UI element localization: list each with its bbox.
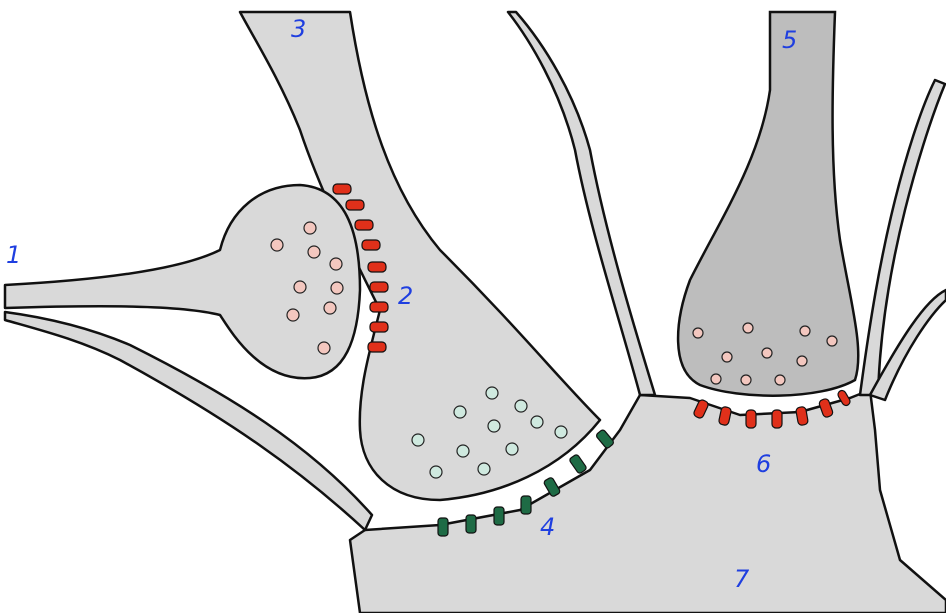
vesicle	[762, 348, 772, 358]
label-4: 4	[540, 515, 555, 539]
vesicle	[294, 281, 306, 293]
vesicle	[693, 328, 703, 338]
label-5: 5	[782, 28, 797, 52]
vesicle	[827, 336, 837, 346]
vesicle	[743, 323, 753, 333]
receptor	[368, 342, 386, 352]
receptor	[746, 410, 756, 428]
vesicle	[412, 434, 424, 446]
label-6: 6	[756, 452, 771, 476]
label-2: 2	[398, 284, 413, 308]
vesicle	[531, 416, 543, 428]
receptor	[355, 220, 373, 230]
vesicle	[555, 426, 567, 438]
receptor	[370, 302, 388, 312]
vesicle	[331, 282, 343, 294]
vesicle	[457, 445, 469, 457]
vesicle	[330, 258, 342, 270]
label-3: 3	[291, 17, 306, 41]
dendrite-upper-middle	[508, 12, 655, 395]
receptor	[370, 282, 388, 292]
receptor	[466, 515, 476, 533]
receptor	[346, 200, 364, 210]
vesicle	[775, 375, 785, 385]
axon-1	[5, 185, 360, 378]
vesicle	[478, 463, 490, 475]
receptor	[569, 454, 588, 474]
label-7: 7	[734, 567, 749, 591]
vesicle	[318, 342, 330, 354]
vesicle	[800, 326, 810, 336]
vesicle	[486, 387, 498, 399]
receptor	[370, 322, 388, 332]
receptor	[494, 507, 504, 525]
vesicle	[454, 406, 466, 418]
vesicle	[324, 302, 336, 314]
receptor	[772, 410, 782, 428]
receptor	[521, 496, 531, 514]
vesicle	[271, 239, 283, 251]
vesicle	[430, 466, 442, 478]
receptor	[368, 262, 386, 272]
receptor	[333, 184, 351, 194]
vesicle	[722, 352, 732, 362]
receptor	[362, 240, 380, 250]
vesicle	[515, 400, 527, 412]
label-1: 1	[6, 243, 21, 267]
vesicle	[287, 309, 299, 321]
receptor	[438, 518, 448, 536]
vesicle	[506, 443, 518, 455]
vesicle	[797, 356, 807, 366]
vesicle	[741, 375, 751, 385]
vesicle	[308, 246, 320, 258]
vesicle	[488, 420, 500, 432]
vesicle	[304, 222, 316, 234]
vesicle	[711, 374, 721, 384]
